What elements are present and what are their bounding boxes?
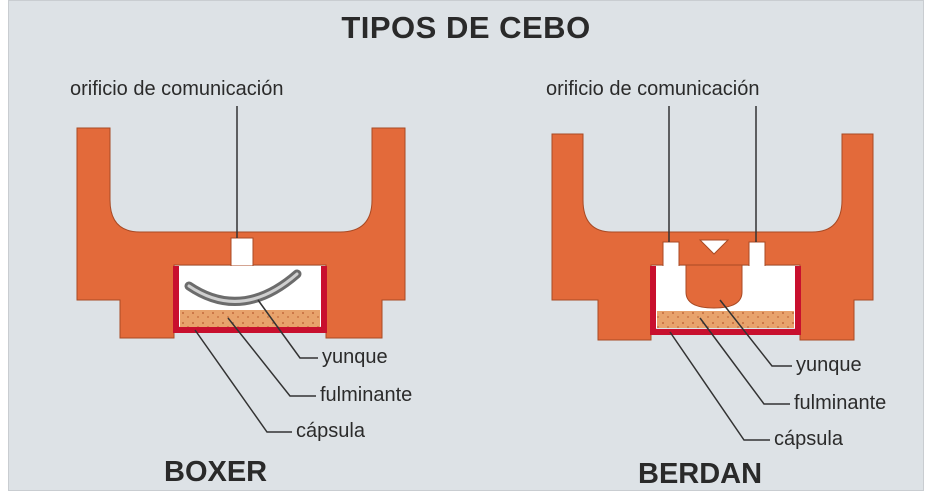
berdan-anvil-leader (719, 299, 792, 367)
boxer-anvil-label: yunque (322, 346, 388, 368)
berdan-cup-leader (669, 331, 770, 441)
boxer-compound-leader (227, 317, 316, 397)
boxer-cup-label: cápsula (296, 420, 365, 442)
berdan-anvil (685, 264, 743, 309)
boxer-diagram (76, 106, 406, 433)
boxer-hole-label: orificio de comunicación (70, 78, 284, 100)
boxer-cup (173, 266, 327, 333)
boxer-priming-compound (180, 310, 320, 327)
berdan-cup (650, 266, 801, 335)
berdan-compound-label: fulminante (794, 392, 887, 414)
boxer-caption: BOXER (164, 456, 268, 488)
berdan-flash-hole-left (662, 241, 680, 269)
boxer-compound-label: fulminante (320, 384, 413, 406)
boxer-flash-hole (230, 237, 254, 267)
berdan-caption: BERDAN (638, 458, 763, 490)
berdan-flash-hole-right (748, 241, 766, 269)
berdan-compound-leader (699, 317, 790, 405)
boxer-cup-leader (194, 329, 292, 433)
berdan-priming-compound (657, 311, 794, 328)
berdan-case-body (551, 133, 874, 341)
diagram-title: TIPOS DE CEBO (341, 10, 591, 45)
boxer-anvil-leader (257, 299, 318, 359)
boxer-case-body (76, 127, 406, 339)
berdan-diagram (551, 106, 874, 441)
berdan-anvil-label: yunque (796, 354, 862, 376)
berdan-hole-label: orificio de comunicación (546, 78, 760, 100)
berdan-cup-label: cápsula (774, 428, 843, 450)
